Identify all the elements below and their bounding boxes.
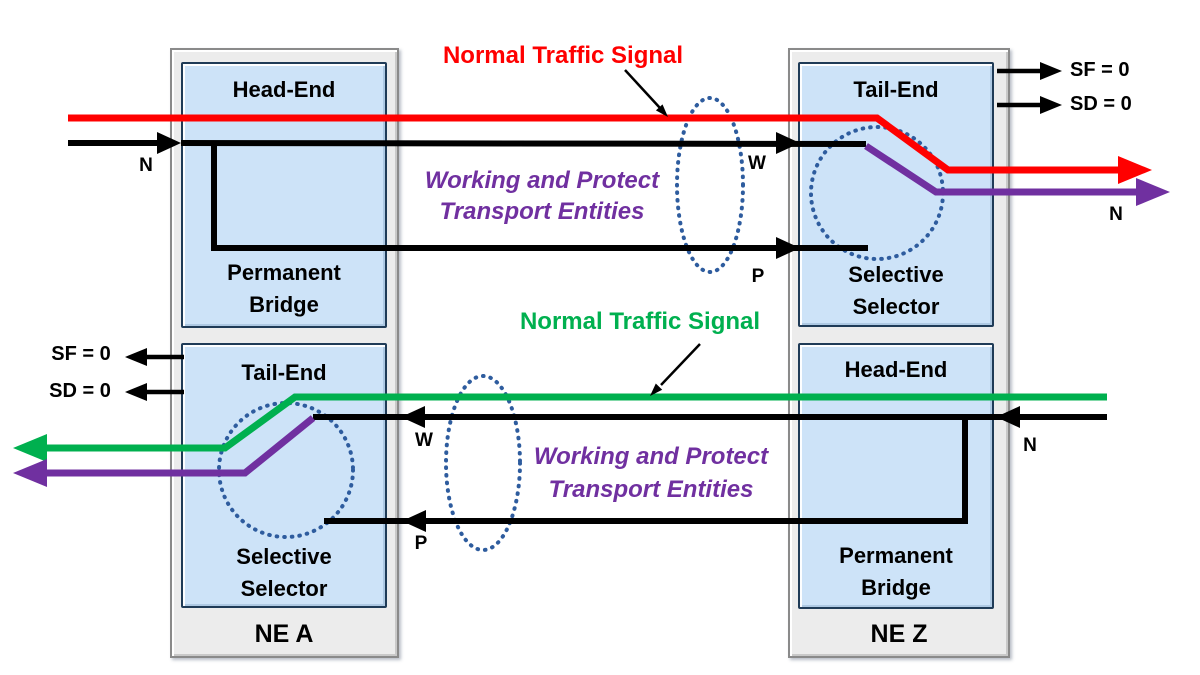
sd-flag-arrowhead-ne-z [1040, 96, 1062, 114]
transport-entities-caption-forward: Working and Protect Transport Entities [424, 167, 660, 225]
input-arrowhead-forward [157, 132, 181, 154]
ne-z-head-end-box [798, 343, 994, 609]
ne-a-permanent-bridge-label: Permanent Bridge [227, 260, 341, 317]
sd-flag-arrowhead-ne-a [125, 383, 147, 401]
ne-a-name: NE A [254, 620, 314, 648]
port-n-in-forward: N [139, 155, 153, 176]
port-n-in-return: N [1023, 435, 1037, 456]
bridge-protect-line-return [324, 419, 968, 524]
sf-status-ne-a: SF = 0 [51, 343, 111, 365]
sd-status-ne-z: SD = 0 [1070, 93, 1132, 115]
ne-a-head-end-label: Head-End [232, 77, 336, 102]
sf-status-ne-z: SF = 0 [1070, 59, 1130, 81]
transport-entities-caption-return: Working and Protect Transport Entities [533, 443, 769, 503]
ne-z-head-end-label: Head-End [844, 357, 948, 382]
normal-traffic-signal-title-forward: Normal Traffic Signal [442, 42, 684, 69]
ne-a-tail-end-label: Tail-End [241, 360, 327, 385]
protect-arrowhead-out-forward [1136, 178, 1170, 206]
protect-arrowhead-forward [776, 237, 800, 259]
ne-z-selective-selector-label: Selective Selector [848, 262, 944, 319]
port-n-out-forward: N [1109, 204, 1123, 225]
working-transport-line-forward [180, 140, 867, 147]
normal-traffic-arrowhead-return [13, 434, 47, 462]
transport-entities-ellipse-forward [675, 96, 745, 274]
ne-a-selective-selector-label: Selective Selector [236, 544, 332, 601]
annotation-pointer-arrowhead-return [650, 383, 663, 396]
ne-z-permanent-bridge-label: Permanent Bridge [839, 543, 953, 600]
bridge-protect-line-forward [211, 146, 868, 251]
ne-z-name: NE Z [870, 620, 928, 648]
protect-arrowhead-return [402, 510, 426, 532]
sd-status-ne-a: SD = 0 [49, 380, 111, 402]
normal-traffic-signal-title-return: Normal Traffic Signal [519, 308, 761, 335]
selector-circle-ne-a [217, 401, 355, 539]
ne-z-tail-end-label: Tail-End [853, 77, 939, 102]
input-arrowhead-return [996, 406, 1020, 428]
working-arrowhead-forward [776, 132, 800, 154]
working-arrowhead-return [401, 406, 425, 428]
protect-selected-line-forward [864, 143, 1140, 196]
normal-traffic-line-return [43, 393, 1107, 452]
protect-selected-line-return [43, 415, 316, 477]
normal-traffic-line-forward [68, 114, 1122, 174]
sf-flag-arrowhead-ne-a [125, 348, 147, 366]
port-w-return: W [415, 430, 433, 451]
annotation-pointer-arrowhead-forward [655, 104, 668, 117]
port-p-return: P [414, 533, 428, 554]
annotation-pointer-forward [624, 69, 661, 109]
port-w-forward: W [748, 153, 766, 174]
transport-entities-ellipse-return [444, 374, 522, 552]
sf-flag-arrowhead-ne-z [1040, 62, 1062, 80]
protect-arrowhead-out-return [13, 459, 47, 487]
port-p-forward: P [751, 266, 765, 287]
normal-traffic-arrowhead-forward [1118, 156, 1152, 184]
annotation-pointer-return [660, 343, 701, 386]
